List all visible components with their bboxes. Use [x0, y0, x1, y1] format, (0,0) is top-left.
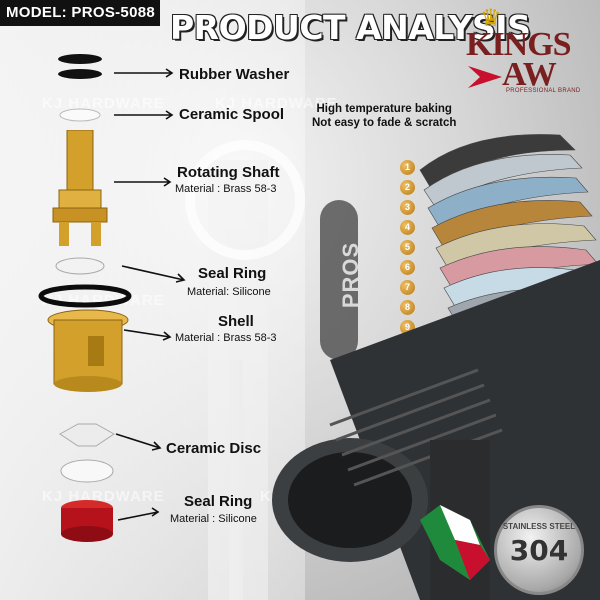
watermark: KJ HARDWARE	[215, 95, 338, 112]
watermark: KJ HARDWARE	[42, 95, 165, 112]
seal-ring-bottom-material: Material : Silicone	[170, 513, 257, 525]
ceramic-disc-image	[59, 423, 115, 447]
page-title: PRODUCT ANALYSIS	[170, 8, 531, 47]
layer-number: 5	[400, 240, 415, 255]
shell-material: Material : Brass 58-3	[175, 332, 277, 344]
seal-ring-material: Material: Silicone	[187, 286, 271, 298]
shell-image	[47, 309, 129, 392]
seal-ring-label: Seal Ring	[198, 265, 267, 282]
stainless-steel-badge: STAINLESS STEEL 304	[494, 505, 584, 595]
ceramic-spool-image	[59, 108, 101, 122]
watermark: KJ HARDWARE	[42, 488, 165, 505]
layer-number: 3	[400, 200, 415, 215]
layer-number: 1	[400, 160, 415, 175]
ceramic-disc-label: Ceramic Disc	[166, 440, 262, 457]
layer-number: 6	[400, 260, 415, 275]
badge-material-text: STAINLESS STEEL	[502, 522, 576, 531]
model-number: MODEL: PROS-5088	[0, 0, 160, 26]
shell-label: Shell	[218, 313, 254, 330]
badge-grade-number: 304	[509, 534, 569, 567]
red-seal-image	[61, 500, 113, 542]
brand-name-line2: AW	[502, 56, 557, 93]
ceramic-spool-label: Ceramic Spool	[179, 106, 285, 123]
brand-logo: ♛ KINGS AW PROFESSIONAL BRAND	[466, 4, 596, 96]
crown-icon: ♛	[480, 5, 502, 32]
rotating-shaft-label: Rotating Shaft	[177, 164, 280, 181]
rubber-washer-image	[58, 54, 102, 79]
layer-number: 7	[400, 280, 415, 295]
coating-tagline: High temperature baking Not easy to fade…	[312, 102, 456, 130]
rotating-shaft-material: Material : Brass 58-3	[175, 183, 277, 195]
layer-number: 8	[400, 300, 415, 315]
seal-ring-image	[38, 284, 132, 308]
tagline-line-2: Not easy to fade & scratch	[312, 117, 457, 129]
seal-ring-bottom-label: Seal Ring	[184, 493, 253, 510]
tagline-line-1: High temperature baking	[316, 103, 452, 115]
swoosh-icon	[468, 66, 502, 88]
brand-name-line1: KINGS	[466, 26, 572, 63]
layer-number: 2	[400, 180, 415, 195]
brand-subtitle: PROFESSIONAL BRAND	[506, 88, 581, 94]
ceramic-ring-image	[60, 459, 114, 483]
seal-ring-white-image	[55, 257, 105, 275]
rubber-washer-label: Rubber Washer	[179, 66, 290, 83]
layer-number: 4	[400, 220, 415, 235]
rotating-shaft-image	[52, 130, 108, 246]
